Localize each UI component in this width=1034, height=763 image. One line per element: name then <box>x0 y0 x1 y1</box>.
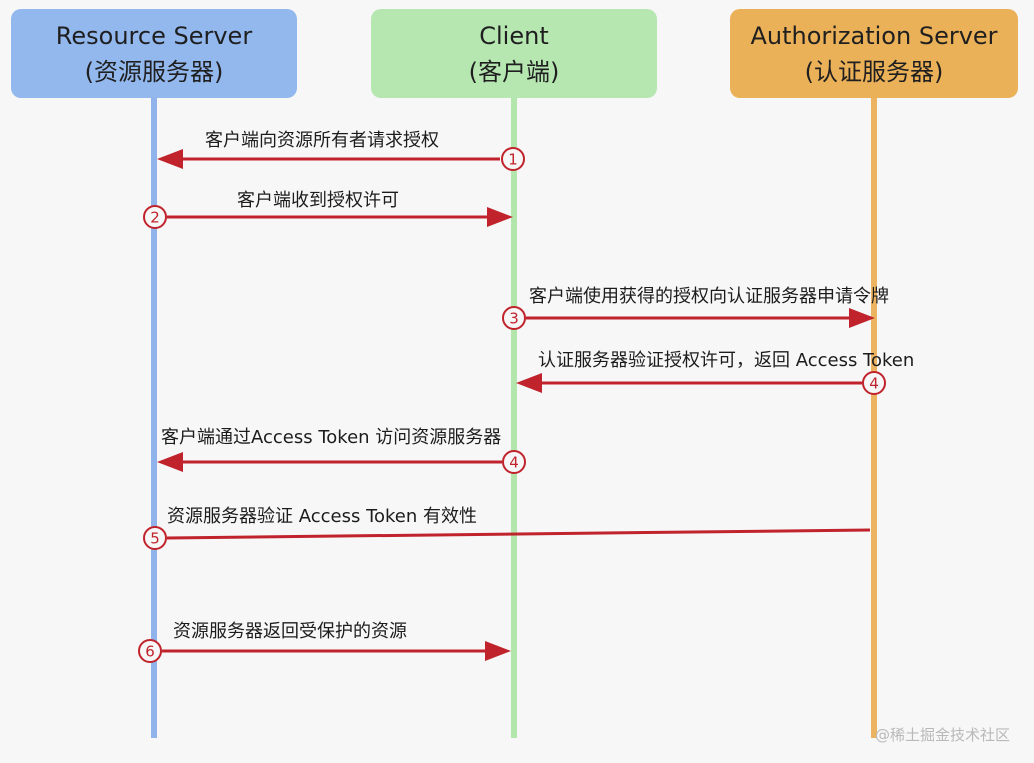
message-label-1: 客户端向资源所有者请求授权 <box>205 130 439 151</box>
message-arrow-2: 2 <box>143 205 513 229</box>
message-arrow-4b: 4 <box>157 450 526 474</box>
message-arrow-3: 3 <box>502 306 875 330</box>
step-number-5 <box>143 526 167 550</box>
step-number-2 <box>143 205 167 229</box>
actor-title: Authorization Server <box>750 21 998 50</box>
watermark: @稀土掘金技术社区 <box>874 726 1010 744</box>
actor-title: Resource Server <box>55 21 253 50</box>
message-arrow-4a: 4 <box>516 371 886 395</box>
actor-client: Client (客户端) <box>371 9 657 98</box>
message-label-4a: 认证服务器验证授权许可，返回 Access Token <box>538 350 915 371</box>
message-label-4b: 客户端通过Access Token 访问资源服务器 <box>161 427 502 448</box>
message-arrow-1: 1 <box>157 147 525 171</box>
svg-text:4: 4 <box>869 375 879 393</box>
step-number-4a <box>862 371 886 395</box>
message-label-6: 资源服务器返回受保护的资源 <box>173 621 407 642</box>
svg-text:4: 4 <box>509 454 519 472</box>
svg-text:6: 6 <box>145 643 155 661</box>
step-number-1 <box>501 147 525 171</box>
svg-text:5: 5 <box>150 530 160 548</box>
actor-authorization-server: Authorization Server (认证服务器) <box>730 9 1018 98</box>
svg-text:2: 2 <box>150 209 160 227</box>
message-label-2: 客户端收到授权许可 <box>237 190 399 211</box>
lifeline-resource-server <box>151 98 157 738</box>
lifeline-authorization-server <box>871 98 877 738</box>
actor-title: Client <box>479 21 549 50</box>
step-number-6 <box>138 639 162 663</box>
actor-resource-server: Resource Server (资源服务器) <box>11 9 297 98</box>
message-label-5: 资源服务器验证 Access Token 有效性 <box>167 506 477 527</box>
actor-subtitle: (认证服务器) <box>804 57 944 86</box>
lifeline-client <box>511 98 517 738</box>
message-label-3: 客户端使用获得的授权向认证服务器申请令牌 <box>529 286 889 307</box>
actor-subtitle: (客户端) <box>468 57 560 86</box>
svg-text:3: 3 <box>509 310 519 328</box>
step-number-3 <box>502 306 526 330</box>
svg-text:1: 1 <box>508 151 518 169</box>
message-arrow-6: 6 <box>138 639 511 663</box>
actor-subtitle: (资源服务器) <box>84 57 224 86</box>
step-number-4b <box>502 450 526 474</box>
message-arrow-5: 5 <box>143 526 871 550</box>
